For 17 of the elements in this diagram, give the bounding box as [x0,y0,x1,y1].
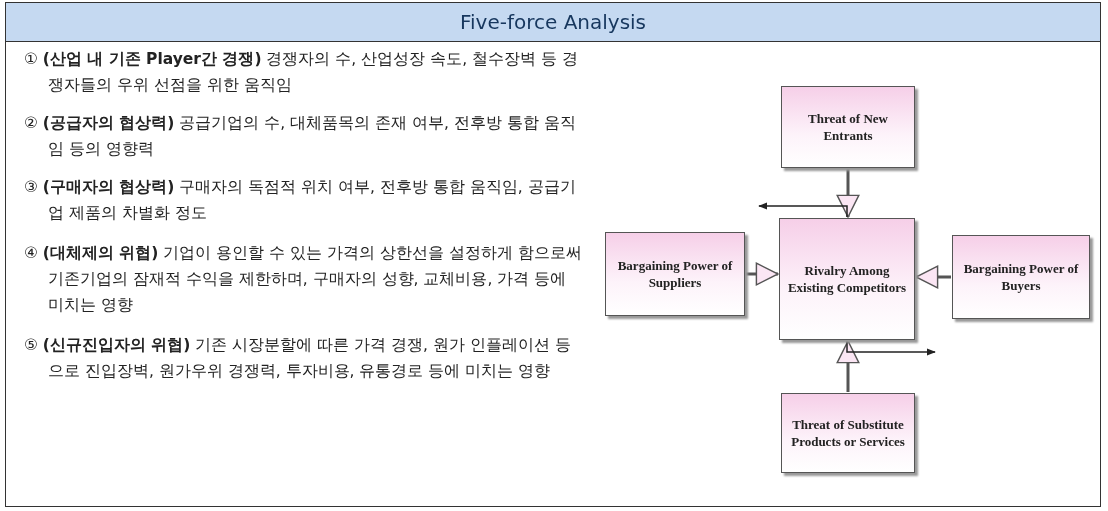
numbered-paragraph: ② (공급자의 협상력) 공급기업의 수, 대체품목의 존재 여부, 전후방 통합 움직임 등의 영향력 [24,113,577,160]
numbered-paragraph: ⑤ (신규진입자의 위협) 기존 시장분할에 따른 가격 경쟁, 원가 인플레이션 등으로 진입장벽, 원가우위 경쟁력, 투자비용, 유통경로 등에 미치는 영향 [24,335,572,382]
force-box: Threat of Substitute Products or Services [781,393,915,473]
arrow [836,169,860,218]
arrow [915,265,951,289]
arrow [746,262,779,286]
title-bar: Five-force Analysis [5,2,1101,42]
numbered-paragraph: ④ (대체제의 위협) 기업이 용인할 수 있는 가격의 상한선을 설정하게 함으로써 기존기업의 잠재적 수익을 제한하며, 구매자의 성향, 교체비용, 가격 등에 미치는 영향 [24,243,583,316]
arrow [836,340,860,392]
force-box: Rivalry Among Existing Competitors [779,218,915,340]
force-box: Bargaining Power of Buyers [952,235,1090,319]
arrow [758,202,848,218]
numbered-paragraph: ③ (구매자의 협상력) 구매자의 독점적 위치 여부, 전후방 통합 움직임, 공급기업 제품의 차별화 정도 [24,177,577,224]
force-box: Threat of New Entrants [781,86,915,168]
force-box: Bargaining Power of Suppliers [605,232,745,316]
numbered-paragraph: ① (산업 내 기존 Player간 경쟁) 경쟁자의 수, 산업성장 속도, 철수장벽 등 경쟁자들의 우위 선점을 위한 움직임 [24,49,579,96]
arrow [846,340,936,356]
